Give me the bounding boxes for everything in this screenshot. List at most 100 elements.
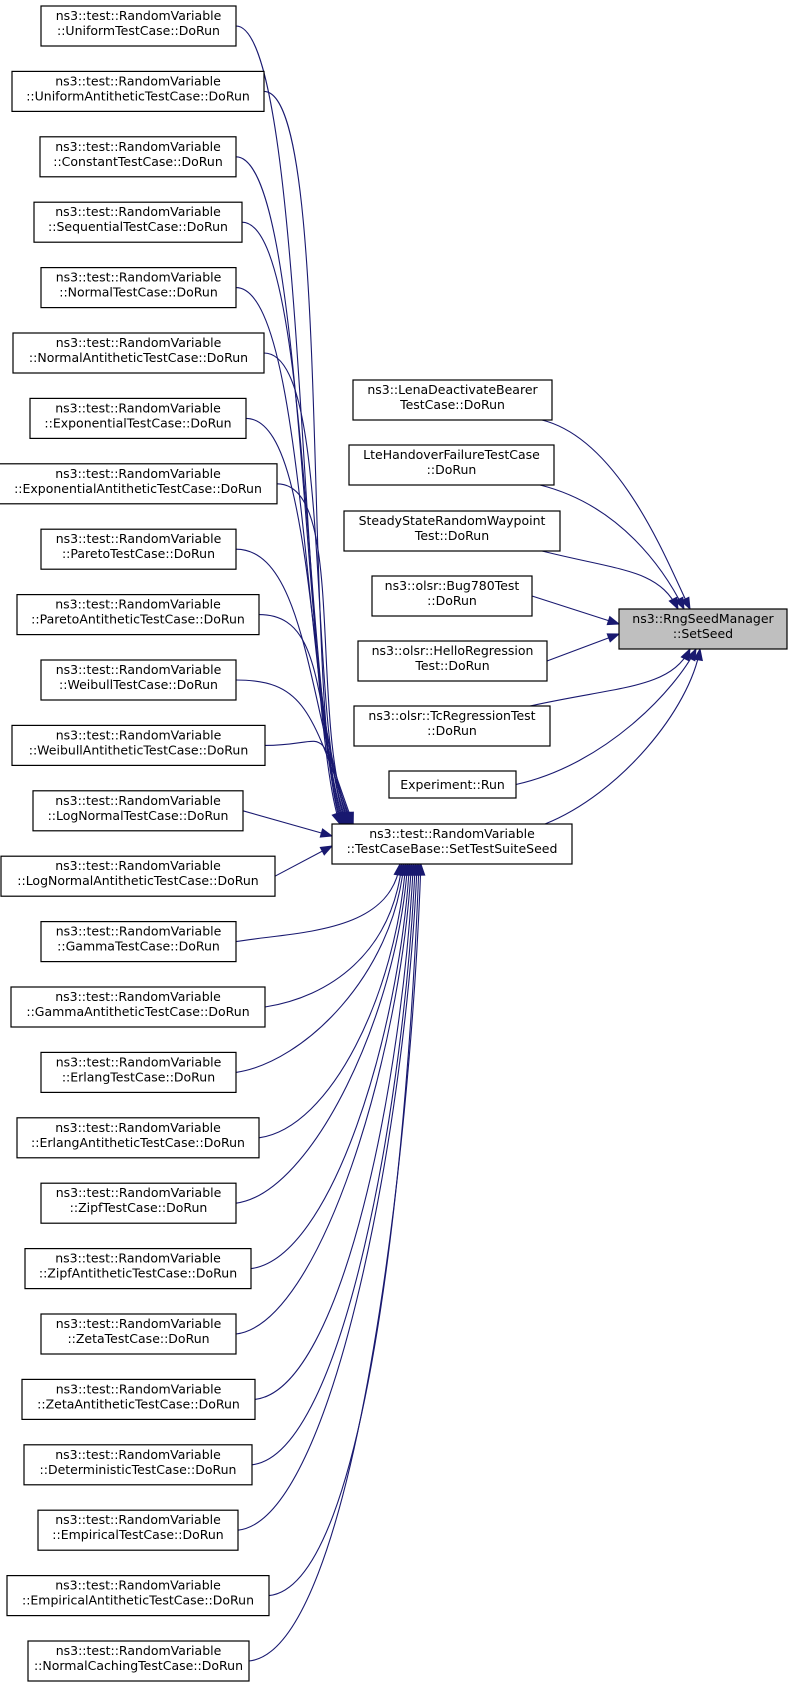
edge-hub-to-target: [544, 647, 703, 825]
node-hub-caller-4-box: [33, 201, 243, 243]
node-hub-caller-2-label-line-1: ns3::test::RandomVariable: [55, 73, 221, 88]
node-hub-caller-8-label-line-2: ::ExponentialAntitheticTestCase::DoRun: [14, 481, 262, 496]
edge-direct-caller-3-to-target-arrowhead: [668, 596, 679, 611]
node-hub-caller-1-label-line-1: ns3::test::RandomVariable: [56, 8, 222, 23]
node-hub-caller-1[interactable]: ns3::test::RandomVariable::UniformTestCa…: [40, 5, 237, 47]
node-hub-caller-7[interactable]: ns3::test::RandomVariable::ExponentialTe…: [29, 397, 247, 439]
node-direct-caller-4[interactable]: ns3::olsr::Bug780Test::DoRun: [371, 575, 533, 617]
node-hub-caller-15-label-line-2: ::GammaTestCase::DoRun: [57, 939, 220, 954]
node-hub-caller-21-box: [40, 1313, 237, 1355]
node-direct-caller-7-label-line-1: Experiment::Run: [400, 777, 505, 792]
node-direct-caller-1-box: [352, 379, 553, 421]
node-direct-caller-6-label-line-2: ::DoRun: [427, 723, 477, 738]
node-direct-caller-5-label-line-1: ns3::olsr::HelloRegression: [372, 643, 534, 658]
node-hub-caller-19-label-line-2: ::ZipfTestCase::DoRun: [70, 1200, 208, 1215]
node-hub-caller-15[interactable]: ns3::test::RandomVariable::GammaTestCase…: [40, 920, 237, 963]
node-direct-caller-2-box: [348, 444, 555, 486]
node-direct-caller-4-box: [371, 575, 533, 617]
node-hub-caller-1-box: [40, 5, 237, 47]
node-hub-caller-12-box: [11, 724, 266, 767]
node-hub-caller-14-box: [0, 855, 276, 897]
node-direct-caller-3-box: [343, 510, 561, 552]
node-testcasebase-settestsuiteseed[interactable]: ns3::test::RandomVariable::TestCaseBase:…: [331, 823, 573, 865]
node-hub-caller-22-box: [21, 1378, 256, 1421]
edge-hub-caller-26-to-hub: [248, 862, 426, 1662]
edge-direct-caller-3-to-target: [541, 550, 679, 611]
node-rngseedmanager-setseed[interactable]: ns3::RngSeedManager::SetSeed: [618, 608, 788, 650]
node-hub-caller-18[interactable]: ns3::test::RandomVariable::ErlangAntithe…: [16, 1117, 260, 1159]
node-hub-caller-14[interactable]: ns3::test::RandomVariable::LogNormalAnti…: [0, 855, 276, 897]
node-hub-caller-23[interactable]: ns3::test::RandomVariable::Deterministic…: [23, 1444, 253, 1486]
node-hub-caller-21-label-line-2: ::ZetaTestCase::DoRun: [67, 1331, 209, 1346]
node-hub-caller-16[interactable]: ns3::test::RandomVariable::GammaAntithet…: [10, 986, 266, 1028]
node-hub-caller-1-label-line-2: ::UniformTestCase::DoRun: [57, 23, 220, 38]
node-rngseedmanager-setseed-box: [618, 608, 788, 650]
node-hub-caller-16-box: [10, 986, 266, 1028]
node-hub-caller-24-label-line-2: ::EmpiricalTestCase::DoRun: [52, 1527, 223, 1542]
node-direct-caller-6[interactable]: ns3::olsr::TcRegressionTest::DoRun: [353, 705, 551, 747]
node-hub-caller-19[interactable]: ns3::test::RandomVariable::ZipfTestCase:…: [40, 1182, 237, 1224]
node-hub-caller-8[interactable]: ns3::test::RandomVariable::ExponentialAn…: [0, 463, 278, 505]
node-hub-caller-2-box: [11, 70, 265, 113]
node-hub-caller-22[interactable]: ns3::test::RandomVariable::ZetaAntitheti…: [21, 1378, 256, 1421]
node-hub-caller-9-label-line-2: ::ParetoTestCase::DoRun: [62, 546, 215, 561]
node-hub-caller-10-label-line-1: ns3::test::RandomVariable: [55, 597, 221, 612]
node-hub-caller-17[interactable]: ns3::test::RandomVariable::ErlangTestCas…: [40, 1051, 237, 1094]
node-hub-caller-2[interactable]: ns3::test::RandomVariable::UniformAntith…: [11, 70, 265, 113]
edge-direct-caller-4-to-target: [531, 595, 621, 626]
node-hub-caller-13[interactable]: ns3::test::RandomVariable::LogNormalTest…: [32, 790, 244, 832]
edge-direct-caller-6-to-target-arrowhead: [680, 647, 691, 662]
node-hub-caller-17-box: [40, 1051, 237, 1094]
node-hub-caller-16-label-line-1: ns3::test::RandomVariable: [55, 989, 221, 1004]
node-hub-caller-14-label-line-1: ns3::test::RandomVariable: [55, 858, 221, 873]
edge-hub-caller-26-to-hub-arrowhead: [415, 862, 426, 876]
node-direct-caller-2-label-line-1: LteHandoverFailureTestCase: [363, 447, 540, 462]
node-hub-caller-3[interactable]: ns3::test::RandomVariable::ConstantTestC…: [39, 136, 237, 178]
node-hub-caller-10[interactable]: ns3::test::RandomVariable::ParetoAntithe…: [16, 593, 260, 636]
edge-direct-caller-5-to-target-arrowhead: [606, 633, 621, 643]
edge-hub-caller-6-to-hub: [263, 352, 347, 826]
edge-direct-caller-4-to-target-arrowhead: [606, 615, 621, 626]
nodes-layer: ns3::RngSeedManager::SetSeedns3::test::R…: [0, 5, 788, 1682]
node-hub-caller-12[interactable]: ns3::test::RandomVariable::WeibullAntith…: [11, 724, 266, 767]
node-hub-caller-13-box: [32, 790, 244, 832]
edge-hub-to-target-arrowhead: [693, 647, 703, 662]
node-direct-caller-5-label-line-2: Test::DoRun: [414, 658, 489, 673]
node-direct-caller-2[interactable]: LteHandoverFailureTestCase::DoRun: [348, 444, 555, 486]
node-hub-caller-20-label-line-2: ::ZipfAntitheticTestCase::DoRun: [39, 1266, 237, 1281]
edge-hub-caller-24-to-hub: [237, 862, 422, 1531]
node-hub-caller-9[interactable]: ns3::test::RandomVariable::ParetoTestCas…: [40, 528, 237, 570]
node-hub-caller-4-label-line-1: ns3::test::RandomVariable: [55, 204, 221, 219]
node-hub-caller-5-label-line-1: ns3::test::RandomVariable: [56, 270, 222, 285]
edge-direct-caller-7-to-target-arrowhead: [686, 647, 697, 662]
node-hub-caller-14-label-line-2: ::LogNormalAntitheticTestCase::DoRun: [17, 873, 258, 888]
node-hub-caller-10-box: [16, 593, 260, 636]
node-hub-caller-23-label-line-1: ns3::test::RandomVariable: [55, 1447, 221, 1462]
node-hub-caller-25[interactable]: ns3::test::RandomVariable::EmpiricalAnti…: [6, 1574, 270, 1617]
node-direct-caller-3-label-line-2: Test::DoRun: [414, 528, 489, 543]
node-hub-caller-11[interactable]: ns3::test::RandomVariable::WeibullTestCa…: [40, 659, 237, 701]
node-hub-caller-11-label-line-1: ns3::test::RandomVariable: [56, 662, 222, 677]
node-hub-caller-3-box: [39, 136, 237, 178]
node-hub-caller-24[interactable]: ns3::test::RandomVariable::EmpiricalTest…: [37, 1509, 239, 1551]
node-direct-caller-7[interactable]: Experiment::Run: [388, 770, 517, 799]
node-direct-caller-7-box: [388, 770, 517, 799]
edges-layer: [235, 25, 703, 1662]
node-direct-caller-6-box: [353, 705, 551, 747]
node-rngseedmanager-setseed-label-line-1: ns3::RngSeedManager: [632, 611, 774, 626]
node-hub-caller-26-box: [27, 1640, 250, 1682]
node-hub-caller-12-label-line-2: ::WeibullAntitheticTestCase::DoRun: [29, 742, 249, 757]
node-hub-caller-23-label-line-2: ::DeterministicTestCase::DoRun: [40, 1462, 237, 1477]
node-hub-caller-4[interactable]: ns3::test::RandomVariable::SequentialTes…: [33, 201, 243, 243]
node-hub-caller-26[interactable]: ns3::test::RandomVariable::NormalCaching…: [27, 1640, 250, 1682]
node-hub-caller-20[interactable]: ns3::test::RandomVariable::ZipfAntitheti…: [24, 1247, 252, 1290]
edge-hub-caller-21-to-hub: [235, 862, 416, 1335]
node-hub-caller-6[interactable]: ns3::test::RandomVariable::NormalAntithe…: [12, 332, 265, 374]
node-hub-caller-21[interactable]: ns3::test::RandomVariable::ZetaTestCase:…: [40, 1313, 237, 1355]
node-hub-caller-5[interactable]: ns3::test::RandomVariable::NormalTestCas…: [40, 267, 237, 309]
node-hub-caller-13-label-line-1: ns3::test::RandomVariable: [55, 793, 221, 808]
edge-hub-caller-12-to-hub-arrowhead: [344, 811, 354, 826]
